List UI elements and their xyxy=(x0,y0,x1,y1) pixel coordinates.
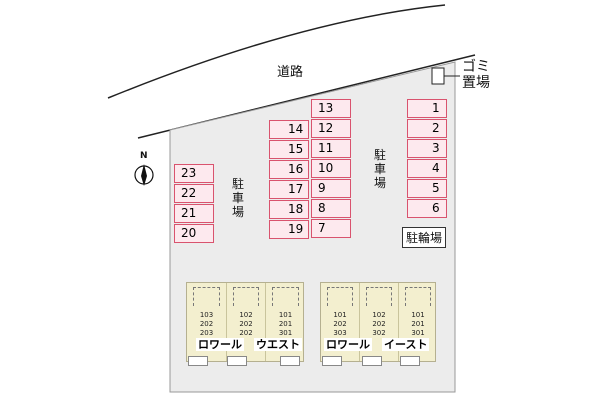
parking-space: 9 xyxy=(311,179,351,198)
roof-outline xyxy=(366,287,392,306)
room-number: 301 xyxy=(411,329,425,337)
parking-column-c: 13 12 11 10 9 8 7 xyxy=(311,99,351,239)
parking-space: 1 xyxy=(407,99,447,118)
roof-outline xyxy=(233,287,259,306)
parking-label-right: 駐車場 xyxy=(372,148,388,190)
room-numbers: 102 202 202 xyxy=(227,311,265,338)
parking-space: 7 xyxy=(311,219,351,238)
room-number: 101 xyxy=(333,311,347,319)
parking-space: 22 xyxy=(174,184,214,203)
road-edge-north xyxy=(107,4,446,99)
room-numbers: 101 202 303 xyxy=(321,311,359,338)
parking-space: 19 xyxy=(269,220,309,239)
parking-column-a: 23 22 21 20 xyxy=(174,164,214,244)
room-number: 201 xyxy=(278,320,293,328)
room-number: 101 xyxy=(278,311,293,319)
parking-column-d: 1 2 3 4 5 6 xyxy=(407,99,447,219)
parking-column-b: 14 15 16 17 18 19 xyxy=(269,120,309,240)
building-east-name-left: ロワール xyxy=(324,338,372,351)
parking-space: 10 xyxy=(311,159,351,178)
unit-west-1: 103 202 203 xyxy=(187,283,227,361)
roof-outline xyxy=(405,287,431,306)
unit-east-2: 102 202 302 xyxy=(360,283,399,361)
room-number: 202 xyxy=(239,320,253,328)
parking-space: 13 xyxy=(311,99,351,118)
room-number: 301 xyxy=(278,329,293,337)
entrance-marker xyxy=(188,356,208,366)
room-number: 102 xyxy=(239,311,253,319)
room-numbers: 101 201 301 xyxy=(399,311,437,338)
parking-space: 12 xyxy=(311,119,351,138)
parking-space: 17 xyxy=(269,180,309,199)
roof-outline xyxy=(327,287,353,306)
parking-space: 4 xyxy=(407,159,447,178)
garbage-label: ゴミ 置場 xyxy=(462,59,490,91)
room-number: 202 xyxy=(239,329,253,337)
unit-east-3: 101 201 301 xyxy=(399,283,437,361)
building-west-name-left: ロワール xyxy=(196,338,244,351)
parking-space: 3 xyxy=(407,139,447,158)
room-number: 202 xyxy=(199,320,214,328)
parking-space: 8 xyxy=(311,199,351,218)
vertical-char: 場 xyxy=(373,176,386,190)
parking-space: 5 xyxy=(407,179,447,198)
room-number: 201 xyxy=(411,320,425,328)
entrance-marker xyxy=(322,356,342,366)
parking-space: 20 xyxy=(174,224,214,243)
building-west-name-right: ウエスト xyxy=(254,338,302,351)
room-numbers: 101 201 301 xyxy=(266,311,305,338)
unit-west-3: 101 201 301 xyxy=(266,283,305,361)
parking-label-left: 駐車場 xyxy=(230,177,246,219)
roof-outline xyxy=(272,287,299,306)
parking-space: 6 xyxy=(407,199,447,218)
parking-space: 2 xyxy=(407,119,447,138)
entrance-marker xyxy=(280,356,300,366)
entrance-marker xyxy=(227,356,247,366)
parking-space: 11 xyxy=(311,139,351,158)
parking-space: 14 xyxy=(269,120,309,139)
roof-outline xyxy=(193,287,220,306)
entrance-marker xyxy=(362,356,382,366)
parking-space: 18 xyxy=(269,200,309,219)
room-number: 101 xyxy=(411,311,425,319)
room-number: 102 xyxy=(372,311,386,319)
garbage-label-line2: 置場 xyxy=(462,75,490,91)
vertical-char: 場 xyxy=(231,205,244,219)
parking-space: 21 xyxy=(174,204,214,223)
road-label: 道路 xyxy=(277,65,304,80)
parking-space: 23 xyxy=(174,164,214,183)
parking-space: 16 xyxy=(269,160,309,179)
vertical-char: 車 xyxy=(231,191,244,205)
garbage-box xyxy=(431,67,445,85)
room-number: 302 xyxy=(372,329,386,337)
vertical-char: 車 xyxy=(373,162,386,176)
unit-west-2: 102 202 202 xyxy=(227,283,266,361)
parking-space: 15 xyxy=(269,140,309,159)
room-numbers: 103 202 203 xyxy=(187,311,226,338)
garbage-label-line1: ゴミ xyxy=(462,59,490,75)
bike-parking-label: 駐輪場 xyxy=(402,227,447,248)
north-label: N xyxy=(140,151,148,161)
room-number: 203 xyxy=(199,329,214,337)
room-number: 202 xyxy=(372,320,386,328)
room-number: 103 xyxy=(199,311,214,319)
unit-east-1: 101 202 303 xyxy=(321,283,360,361)
north-arrow-icon xyxy=(134,164,154,186)
vertical-char: 駐 xyxy=(231,177,244,191)
entrance-marker xyxy=(400,356,420,366)
room-number: 202 xyxy=(333,320,347,328)
room-number: 303 xyxy=(333,329,347,337)
room-numbers: 102 202 302 xyxy=(360,311,398,338)
building-east-name-right: イースト xyxy=(382,338,430,351)
vertical-char: 駐 xyxy=(373,148,386,162)
